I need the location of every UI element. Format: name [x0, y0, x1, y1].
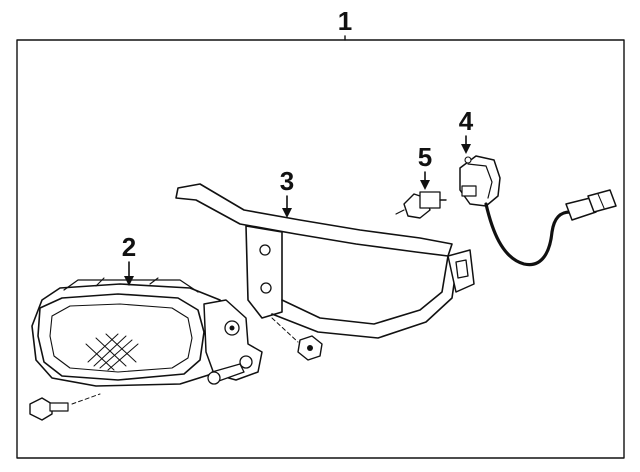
assembly-frame [16, 35, 625, 459]
bulb-socket-harness [459, 155, 617, 267]
callout-4-number: 4 [459, 106, 474, 136]
callout-2-arrow [124, 261, 134, 286]
callout-3-arrow [282, 195, 292, 218]
callout-5-number: 5 [418, 142, 432, 172]
mounting-bracket [175, 183, 475, 343]
callout-3-number: 3 [280, 166, 294, 196]
callout-2-number: 2 [122, 232, 136, 262]
mounting-bolt [29, 393, 101, 421]
bulb [395, 191, 447, 219]
bracket-nut [297, 335, 323, 361]
lens-hatch [85, 333, 139, 371]
callout-5-arrow [420, 171, 430, 190]
callout-4-arrow [461, 135, 471, 154]
fog-lamp-housing [31, 277, 263, 387]
callout-1-number: 1 [338, 6, 352, 36]
